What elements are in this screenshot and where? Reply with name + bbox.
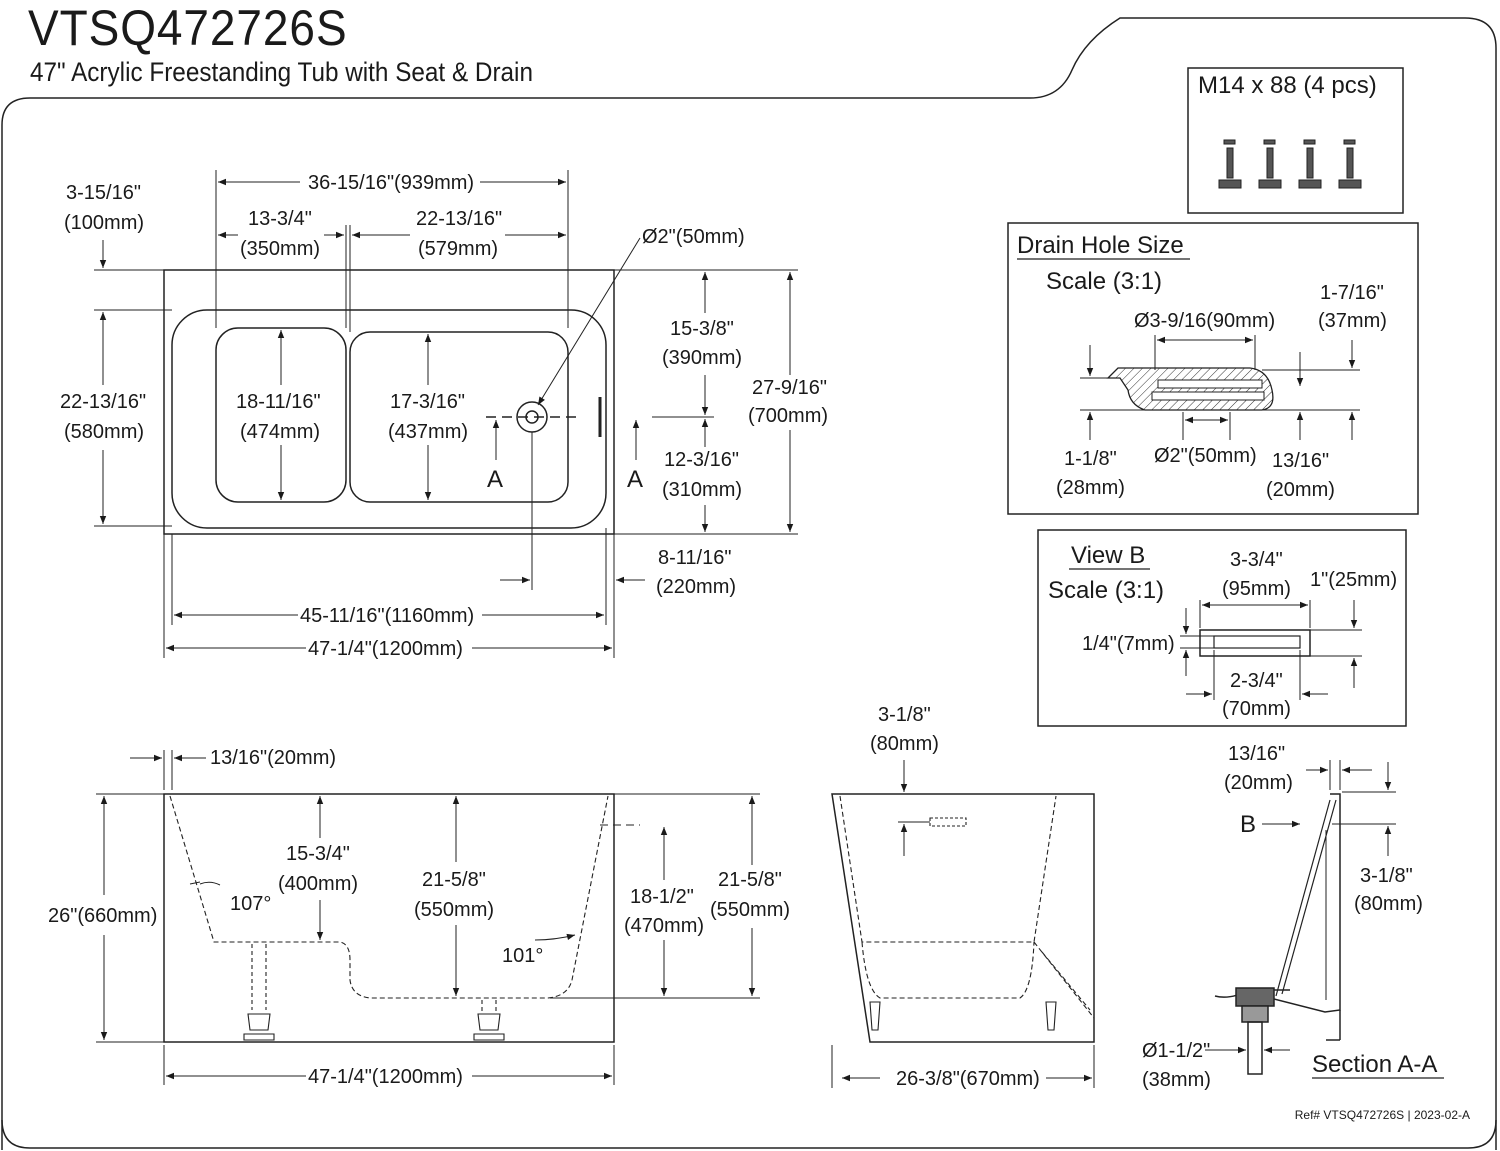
- dim-seat-depth-in: 18-11/16": [236, 391, 321, 413]
- dim-width-side-mm: (580mm): [64, 421, 144, 443]
- front-view-labels: 13/16"(20mm) 26"(660mm) 15-3/4" (400mm) …: [48, 747, 790, 1088]
- dim-left-offset-in: 3-15/16": [66, 182, 141, 204]
- model-subtitle: 47" Acrylic Freestanding Tub with Seat &…: [30, 57, 533, 87]
- sheet-border: [1, 17, 1497, 1151]
- dim-flange-left-mm: (28mm): [1056, 477, 1125, 499]
- dim-overall-length-front: 47-1/4"(1200mm): [308, 1066, 463, 1088]
- section-mark-a-left: A: [487, 466, 503, 493]
- hardware-box: M14 x 88 (4 pcs): [1187, 67, 1404, 214]
- dim-seat-height-mm: (400mm): [278, 873, 358, 895]
- angle-right: 101°: [502, 945, 543, 967]
- dim-section-wall-mm: (20mm): [1224, 772, 1293, 794]
- section-aa-dimensions: [1205, 760, 1396, 1054]
- section-aa-title: Section A-A: [1312, 1051, 1437, 1078]
- dim-drain-top-mm: (390mm): [662, 347, 742, 369]
- dim-plate-inner-mm: (70mm): [1222, 698, 1291, 720]
- dim-flange-lip-in: 13/16": [1272, 450, 1329, 472]
- dim-drain-bottom-mm: (310mm): [662, 479, 742, 501]
- dim-seat-height-in: 15-3/4": [286, 843, 350, 865]
- dim-basin-width-mm: (579mm): [418, 238, 498, 260]
- reference-number: Ref# VTSQ472726S: [1294, 1108, 1405, 1122]
- dim-seat-width-mm: (350mm): [240, 238, 320, 260]
- dim-plate-height: 1"(25mm): [1310, 569, 1397, 591]
- view-b-panel: View B Scale (3:1) 3-3/4" (95mm) 1"(25mm…: [1037, 529, 1407, 727]
- dim-plate-width-in: 3-3/4": [1230, 549, 1283, 571]
- dim-plate-slot: 1/4"(7mm): [1082, 633, 1175, 655]
- dim-inner-depth-mm: (550mm): [414, 899, 494, 921]
- dim-drain-pipe-in: Ø1-1/2": [1142, 1040, 1210, 1062]
- dim-flange-right-in: 1-7/16": [1320, 282, 1384, 304]
- dim-flange-right-mm: (37mm): [1318, 310, 1387, 332]
- dim-outer-depth-mm: (550mm): [710, 899, 790, 921]
- dim-drain-pipe-mm: (38mm): [1142, 1069, 1211, 1091]
- hardware-label: M14 x 88 (4 pcs): [1198, 72, 1377, 99]
- dim-basin-depth-mm: (437mm): [388, 421, 468, 443]
- dim-left-offset-mm: (100mm): [64, 212, 144, 234]
- dim-drain-bottom-in: 12-3/16": [664, 449, 739, 471]
- dim-seat-depth-mm: (474mm): [240, 421, 320, 443]
- dim-width-side-in: 22-13/16": [60, 391, 146, 413]
- dim-overall-width-top: 36-15/16"(939mm): [308, 172, 474, 194]
- dim-flange-lip-mm: (20mm): [1266, 479, 1335, 501]
- dim-section-wall-in: 13/16": [1228, 743, 1285, 765]
- drain-flange-section: [1106, 367, 1274, 411]
- view-b-mark: B: [1240, 811, 1256, 838]
- model-title: VTSQ472726S: [28, 0, 348, 56]
- dim-inner-length: 45-11/16"(1160mm): [300, 605, 474, 627]
- view-b-scale: Scale (3:1): [1048, 577, 1164, 604]
- dim-drain-side-in: 8-11/16": [658, 547, 731, 569]
- dim-outer-depth-in: 21-5/8": [718, 869, 782, 891]
- dim-overall-depth-mm: (700mm): [748, 405, 828, 427]
- drain-hole-panel: Drain Hole Size Scale (3:1) Ø3-9/16(90mm…: [1007, 222, 1419, 515]
- side-view: [831, 793, 1095, 1043]
- dim-section-depth-mm: (80mm): [1354, 893, 1423, 915]
- front-view-dimensions: [96, 750, 760, 1085]
- front-view: [163, 793, 640, 1043]
- dim-side-top-in: 3-1/8": [878, 704, 931, 726]
- dim-section-depth-in: 3-1/8": [1360, 865, 1413, 887]
- section-mark-a-right: A: [627, 466, 643, 493]
- dim-plate-inner-in: 2-3/4": [1230, 670, 1283, 692]
- revision-date: 2023-02-A: [1413, 1108, 1470, 1122]
- dim-side-top-mm: (80mm): [870, 733, 939, 755]
- drain-hole-scale: Scale (3:1): [1046, 268, 1162, 295]
- dim-flange-inner-dia: Ø2"(50mm): [1154, 445, 1257, 467]
- dim-wall-thickness: 13/16"(20mm): [210, 747, 336, 769]
- leveling-foot-icon: [251, 944, 497, 1012]
- dim-drain-dia: Ø2"(50mm): [642, 226, 745, 248]
- dim-flange-outer-dia: Ø3-9/16(90mm): [1134, 310, 1275, 332]
- top-view: [163, 269, 615, 535]
- dim-basin-width-in: 22-13/16": [416, 208, 502, 230]
- angle-left: 107°: [230, 893, 271, 915]
- dim-flange-left-in: 1-1/8": [1064, 448, 1117, 470]
- drain-hole-title: Drain Hole Size: [1017, 232, 1184, 259]
- dim-overflow-height-in: 18-1/2": [630, 886, 694, 908]
- side-view-dimensions: [831, 760, 1095, 1088]
- section-aa: [1214, 793, 1341, 1075]
- overflow-plate: [1199, 629, 1311, 657]
- dim-plate-width-mm: (95mm): [1222, 578, 1291, 600]
- dim-drain-top-in: 15-3/8": [670, 318, 734, 340]
- top-view-labels: 36-15/16"(939mm) 3-15/16" (100mm) 13-3/4…: [60, 172, 828, 660]
- dim-overall-height: 26"(660mm): [48, 905, 157, 927]
- leveling-foot-icon: [1218, 139, 1362, 189]
- dim-basin-depth-in: 17-3/16": [390, 391, 465, 413]
- dim-overflow-height-mm: (470mm): [624, 915, 704, 937]
- dim-seat-width-in: 13-3/4": [248, 208, 312, 230]
- footer-divider: |: [1407, 1108, 1414, 1122]
- reference-footer: Ref# VTSQ472726S | 2023-02-A: [1295, 1108, 1470, 1122]
- dim-overall-depth-in: 27-9/16": [752, 377, 827, 399]
- dim-side-width: 26-3/8"(670mm): [896, 1068, 1040, 1090]
- dim-inner-depth-in: 21-5/8": [422, 869, 486, 891]
- dim-drain-side-mm: (220mm): [656, 576, 736, 598]
- dim-overall-length-top: 47-1/4"(1200mm): [308, 638, 463, 660]
- view-b-title: View B: [1071, 542, 1145, 569]
- top-view-dimensions: [94, 170, 798, 658]
